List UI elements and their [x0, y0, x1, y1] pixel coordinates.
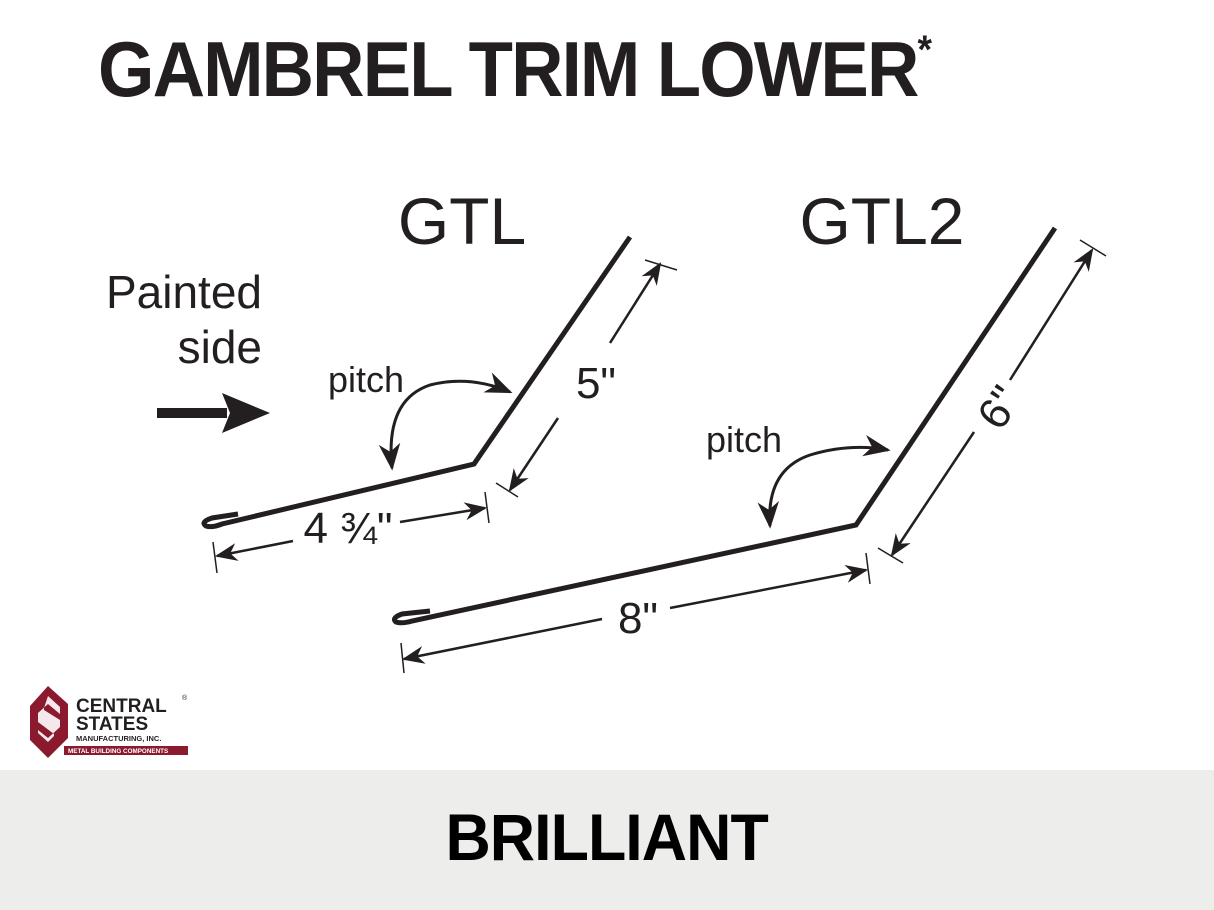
logo-line1: CENTRAL — [76, 696, 167, 717]
central-states-logo: CENTRAL ® STATES MANUFACTURING, INC. MET… — [30, 686, 188, 758]
logo-registered-mark: ® — [182, 694, 188, 702]
pitch-arrow-gtl2 — [757, 434, 891, 529]
title-asterisk: * — [917, 28, 931, 72]
color-name-banner: BRILLIANT — [0, 770, 1214, 910]
profile-gtl2 — [392, 226, 1058, 626]
pitch-label-gtl2: pitch — [706, 419, 782, 460]
logo-line3: MANUFACTURING, INC. — [76, 734, 161, 743]
profile-gtl — [201, 235, 633, 530]
dimension-gtl2-short: 8" — [618, 594, 658, 643]
painted-label-line2: side — [178, 321, 262, 373]
trim-diagram: Painted side GTL pitch 5" 4 ¾" GTL2 pitc… — [106, 184, 1107, 674]
logo-mark-icon — [30, 686, 68, 758]
painted-label-line1: Painted — [106, 266, 262, 318]
pitch-label-gtl: pitch — [328, 359, 404, 400]
title-text: GAMBREL TRIM LOWER — [98, 25, 919, 113]
dimension-gtl-short: 4 ¾" — [303, 504, 392, 553]
dimension-gtl-long: 5" — [576, 359, 616, 408]
right-arrow-icon — [157, 393, 270, 433]
logo-line2: STATES — [76, 714, 148, 735]
color-name: BRILLIANT — [445, 800, 769, 874]
profile-name-gtl: GTL — [398, 184, 526, 258]
logo-tagline: METAL BUILDING COMPONENTS — [68, 748, 168, 755]
pitch-arrow-gtl — [378, 372, 513, 471]
dimension-gtl2-long: 6" — [968, 377, 1031, 438]
page-title: GAMBREL TRIM LOWER* — [98, 28, 932, 108]
profile-name-gtl2: GTL2 — [799, 184, 964, 258]
